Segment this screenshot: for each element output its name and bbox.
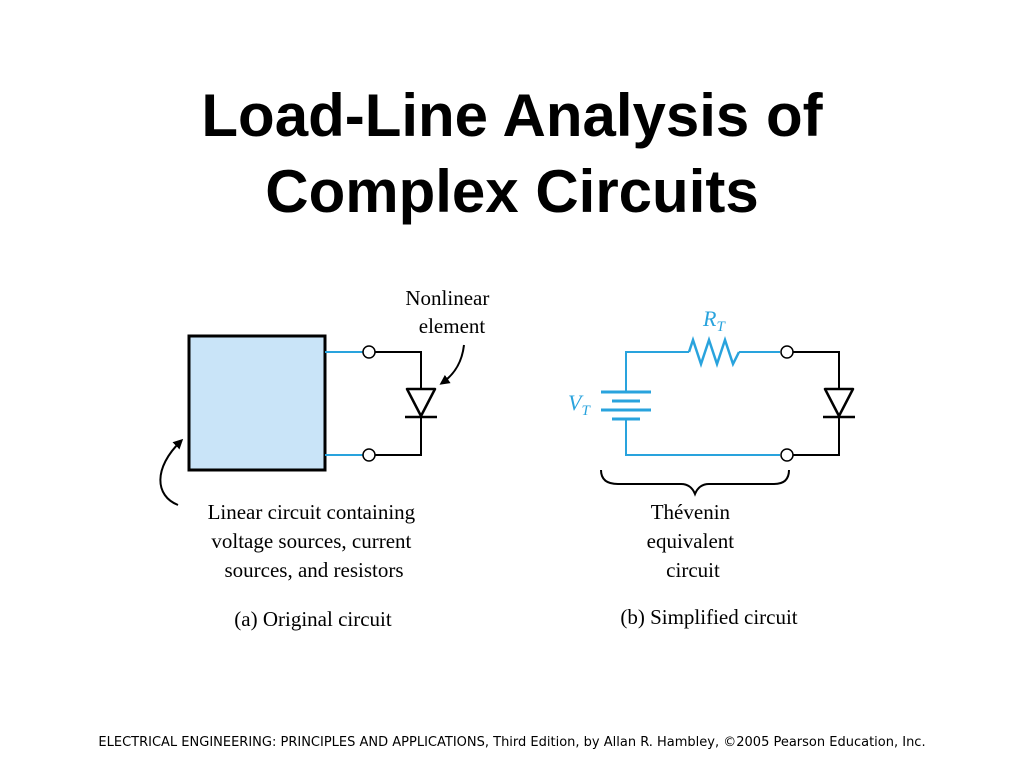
bottom-terminal (362, 448, 376, 462)
diode-wires-b (793, 351, 840, 456)
diode-icon (405, 387, 437, 419)
thevenin-brace (600, 469, 790, 497)
figure-a-original-circuit: Nonlinear element Linear circuit contain… (159, 286, 494, 631)
linear-arrow (159, 438, 184, 506)
source-label: VT (568, 390, 591, 419)
linear-circuit-label: Linear circuit containing voltage source… (208, 500, 421, 582)
nonlinear-arrow (439, 344, 465, 385)
thevenin-label: Thévenin equivalent circuit (647, 500, 740, 582)
linear-label-line-2: voltage sources, current (211, 529, 411, 553)
diode-icon (823, 387, 855, 419)
linear-label-line-3: sources, and resistors (224, 558, 403, 582)
caption-b: (b) Simplified circuit (620, 605, 797, 629)
figure-b-simplified-circuit: RT VT Thévenin equivalent circuit (b) Si… (568, 306, 855, 629)
thevenin-label-line-3: circuit (666, 558, 720, 582)
footer-credit: ELECTRICAL ENGINEERING: PRINCIPLES AND A… (98, 735, 926, 750)
thevenin-label-line-2: equivalent (647, 529, 735, 553)
battery-icon (601, 390, 651, 421)
resistor-symbol: R (702, 306, 717, 331)
slide-title: Load-Line Analysis of Complex Circuits (0, 78, 1024, 230)
top-terminal-b (780, 345, 794, 359)
nonlinear-label-line-2: element (419, 314, 486, 338)
source-symbol: V (568, 390, 584, 415)
bottom-terminal-b (780, 448, 794, 462)
source-subscript: T (581, 403, 591, 419)
resistor-subscript: T (716, 319, 726, 335)
thevenin-wires-blue (625, 351, 780, 456)
resistor-label: RT (702, 306, 726, 335)
nonlinear-label: Nonlinear element (405, 286, 494, 338)
slide-title-line-1: Load-Line Analysis of (201, 82, 823, 149)
thevenin-label-line-1: Thévenin (651, 500, 731, 524)
diode-wires-a (375, 351, 422, 456)
linear-circuit-box (187, 334, 327, 472)
nonlinear-label-line-1: Nonlinear (405, 286, 489, 310)
slide-title-line-2: Complex Circuits (265, 158, 759, 225)
top-terminal (362, 345, 376, 359)
linear-label-line-1: Linear circuit containing (208, 500, 416, 524)
caption-a: (a) Original circuit (234, 607, 392, 631)
resistor-icon (687, 336, 741, 368)
